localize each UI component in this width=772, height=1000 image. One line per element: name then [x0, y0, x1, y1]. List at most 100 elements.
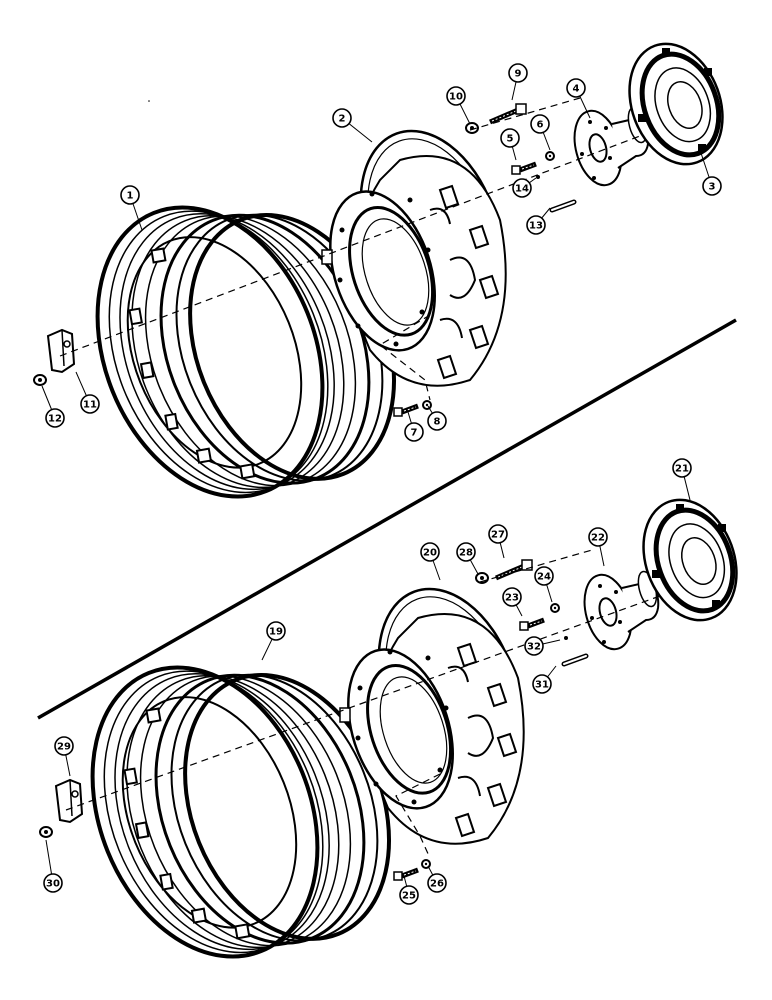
bolt-5 [512, 164, 536, 174]
callout-label: 22 [591, 533, 605, 544]
callout-22: 22 [588, 527, 608, 567]
callout-circle [43, 873, 63, 893]
callout-circle [512, 178, 532, 198]
bolt-7 [394, 406, 418, 416]
callout-13: 13 [526, 207, 551, 235]
callout-label: 24 [537, 572, 551, 583]
section-divider-line [37, 318, 737, 720]
callout-label: 7 [411, 428, 418, 439]
callout-28: 28 [456, 542, 479, 575]
washer-6 [545, 151, 555, 161]
callout-circle [702, 176, 722, 196]
callout-8: 8 [427, 405, 447, 431]
callout-circle [420, 542, 440, 562]
wheel-center-bottom [328, 567, 546, 846]
small-pin-14 [536, 175, 540, 179]
callout-label: 12 [48, 414, 62, 425]
callout-circle [530, 114, 550, 134]
callout-circle [534, 566, 554, 586]
washer-8 [422, 400, 432, 410]
callout-7: 7 [404, 411, 424, 442]
callout-label: 10 [449, 92, 463, 103]
callout-circle [456, 542, 476, 562]
assembly-line-top-bolt [378, 314, 431, 401]
callout-circle [588, 527, 608, 547]
callout-2: 2 [332, 108, 373, 143]
callout-circle [566, 78, 586, 98]
callout-label: 30 [46, 879, 60, 890]
callout-29: 29 [54, 736, 74, 777]
washer-24 [550, 603, 560, 613]
assembly-line-bottom-upper [479, 549, 593, 583]
callout-label: 8 [434, 417, 441, 428]
callout-label: 9 [515, 69, 522, 80]
callout-11: 11 [75, 371, 100, 414]
callout-label: 4 [573, 84, 580, 95]
callout-label: 26 [430, 879, 444, 890]
top-assembly [33, 31, 739, 533]
callout-6: 6 [530, 114, 551, 151]
callout-circle [500, 128, 520, 148]
bottom-assembly [39, 487, 753, 993]
callout-circle [446, 86, 466, 106]
pin-13 [552, 202, 574, 210]
assembly-line-bottom [65, 595, 661, 811]
callout-circle [488, 524, 508, 544]
callout-circle [427, 411, 447, 431]
callout-23: 23 [502, 587, 523, 617]
callout-32: 32 [524, 636, 561, 656]
callout-label: 29 [57, 742, 71, 753]
callout-label: 31 [535, 680, 549, 691]
callout-circle [332, 108, 352, 128]
callout-circle [524, 636, 544, 656]
callout-31: 31 [532, 665, 557, 694]
callout-25: 25 [399, 875, 419, 905]
callout-20: 20 [420, 542, 441, 581]
bolt-25 [394, 870, 418, 880]
callout-circle [532, 674, 552, 694]
callout-label: 2 [339, 114, 346, 125]
callout-circle [672, 458, 692, 478]
callout-9: 9 [508, 63, 528, 101]
hub-bottom [575, 568, 661, 656]
callout-label: 1 [127, 191, 134, 202]
assembly-line-top [59, 135, 641, 357]
callout-label: 28 [459, 548, 473, 559]
callout-circle [399, 885, 419, 905]
callout-5: 5 [500, 128, 520, 161]
callout-circle [54, 736, 74, 756]
callout-label: 14 [515, 184, 529, 195]
clamp-top [47, 329, 75, 373]
callout-label: 19 [269, 627, 283, 638]
callout-3: 3 [699, 149, 722, 196]
callout-label: 20 [423, 548, 437, 559]
callout-27: 27 [488, 524, 508, 559]
callout-21: 21 [672, 458, 692, 501]
callout-30: 30 [43, 839, 63, 893]
callout-label: 6 [537, 120, 544, 131]
callout-12: 12 [41, 385, 65, 428]
callout-circle [80, 394, 100, 414]
callout-label: 21 [675, 464, 689, 475]
callout-1: 1 [120, 185, 143, 231]
callout-4: 4 [566, 78, 591, 119]
callout-label: 23 [505, 593, 519, 604]
callout-circle [508, 63, 528, 83]
clamp-bottom [55, 779, 83, 823]
callout-label: 25 [402, 891, 416, 902]
callout-circle [404, 422, 424, 442]
nut-bottom [39, 826, 53, 838]
nut-top [33, 374, 47, 386]
callout-label: 11 [83, 400, 97, 411]
callout-circle [427, 873, 447, 893]
callout-label: 5 [507, 134, 514, 145]
callout-19: 19 [261, 621, 286, 661]
callout-label: 32 [527, 642, 541, 653]
callout-label: 27 [491, 530, 505, 541]
callout-24: 24 [534, 566, 554, 603]
callout-circle [526, 215, 546, 235]
callout-circle [120, 185, 140, 205]
callout-circle [45, 408, 65, 428]
